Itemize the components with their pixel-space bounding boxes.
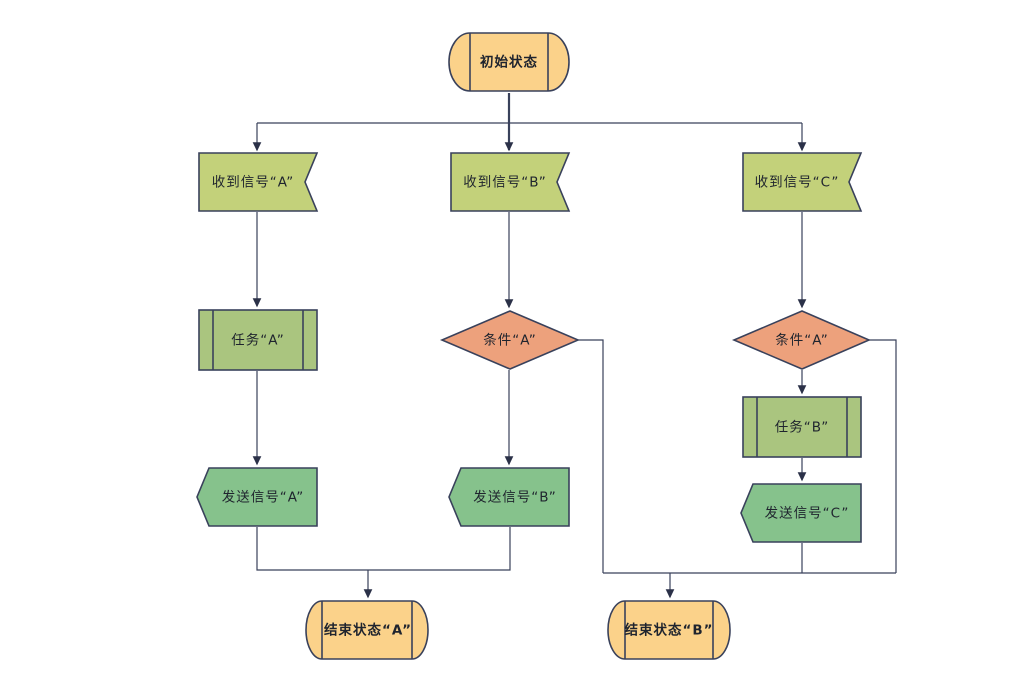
send-signal-shape[interactable] — [448, 467, 570, 527]
send-signal-shape[interactable] — [196, 467, 318, 527]
node-label: 结束状态“B” — [624, 622, 713, 639]
node-end-state-b[interactable]: 结束状态“B” — [607, 600, 731, 660]
node-end-state-a[interactable]: 结束状态“A” — [305, 600, 429, 660]
task-shape[interactable] — [742, 396, 862, 458]
node-condition-a-middle[interactable]: 条件“A” — [439, 310, 581, 370]
condition-shape[interactable] — [439, 310, 581, 370]
node-label: 结束状态“A” — [324, 622, 412, 639]
node-initial-state[interactable]: 初始状态 — [448, 32, 570, 92]
node-receive-signal-b[interactable]: 收到信号“B” — [450, 152, 571, 212]
node-label: 发送信号“B” — [473, 490, 557, 506]
node-label: 条件“A” — [483, 332, 537, 349]
receive-signal-shape[interactable] — [198, 152, 319, 212]
receive-signal-shape[interactable] — [742, 152, 863, 212]
node-label: 任务“B” — [775, 420, 830, 436]
node-label: 条件“A” — [775, 332, 829, 349]
node-label: 发送信号“A” — [222, 490, 305, 506]
send-signal-shape[interactable] — [740, 483, 862, 543]
node-label: 发送信号“C” — [765, 506, 850, 522]
node-receive-signal-a[interactable]: 收到信号“A” — [198, 152, 319, 212]
node-label: 收到信号“C” — [755, 175, 840, 191]
connector-condition-middle-right-branch — [578, 339, 604, 573]
condition-shape[interactable] — [731, 310, 872, 370]
node-label: 收到信号“B” — [463, 175, 547, 191]
node-task-a[interactable]: 任务“A” — [198, 309, 318, 371]
connector-merge-to-end-a — [256, 527, 511, 571]
node-send-signal-a[interactable]: 发送信号“A” — [196, 467, 318, 527]
receive-signal-shape[interactable] — [450, 152, 571, 212]
task-shape[interactable] — [198, 309, 318, 371]
node-label: 任务“A” — [231, 333, 285, 349]
node-task-b[interactable]: 任务“B” — [742, 396, 862, 458]
connector-condition-right-right-branch — [869, 339, 897, 573]
node-label: 初始状态 — [480, 54, 538, 71]
connectors — [252, 93, 897, 599]
node-label: 收到信号“A” — [212, 175, 295, 191]
node-condition-a-right[interactable]: 条件“A” — [731, 310, 872, 370]
node-receive-signal-c[interactable]: 收到信号“C” — [742, 152, 863, 212]
node-send-signal-b[interactable]: 发送信号“B” — [448, 467, 570, 527]
node-send-signal-c[interactable]: 发送信号“C” — [740, 483, 862, 543]
